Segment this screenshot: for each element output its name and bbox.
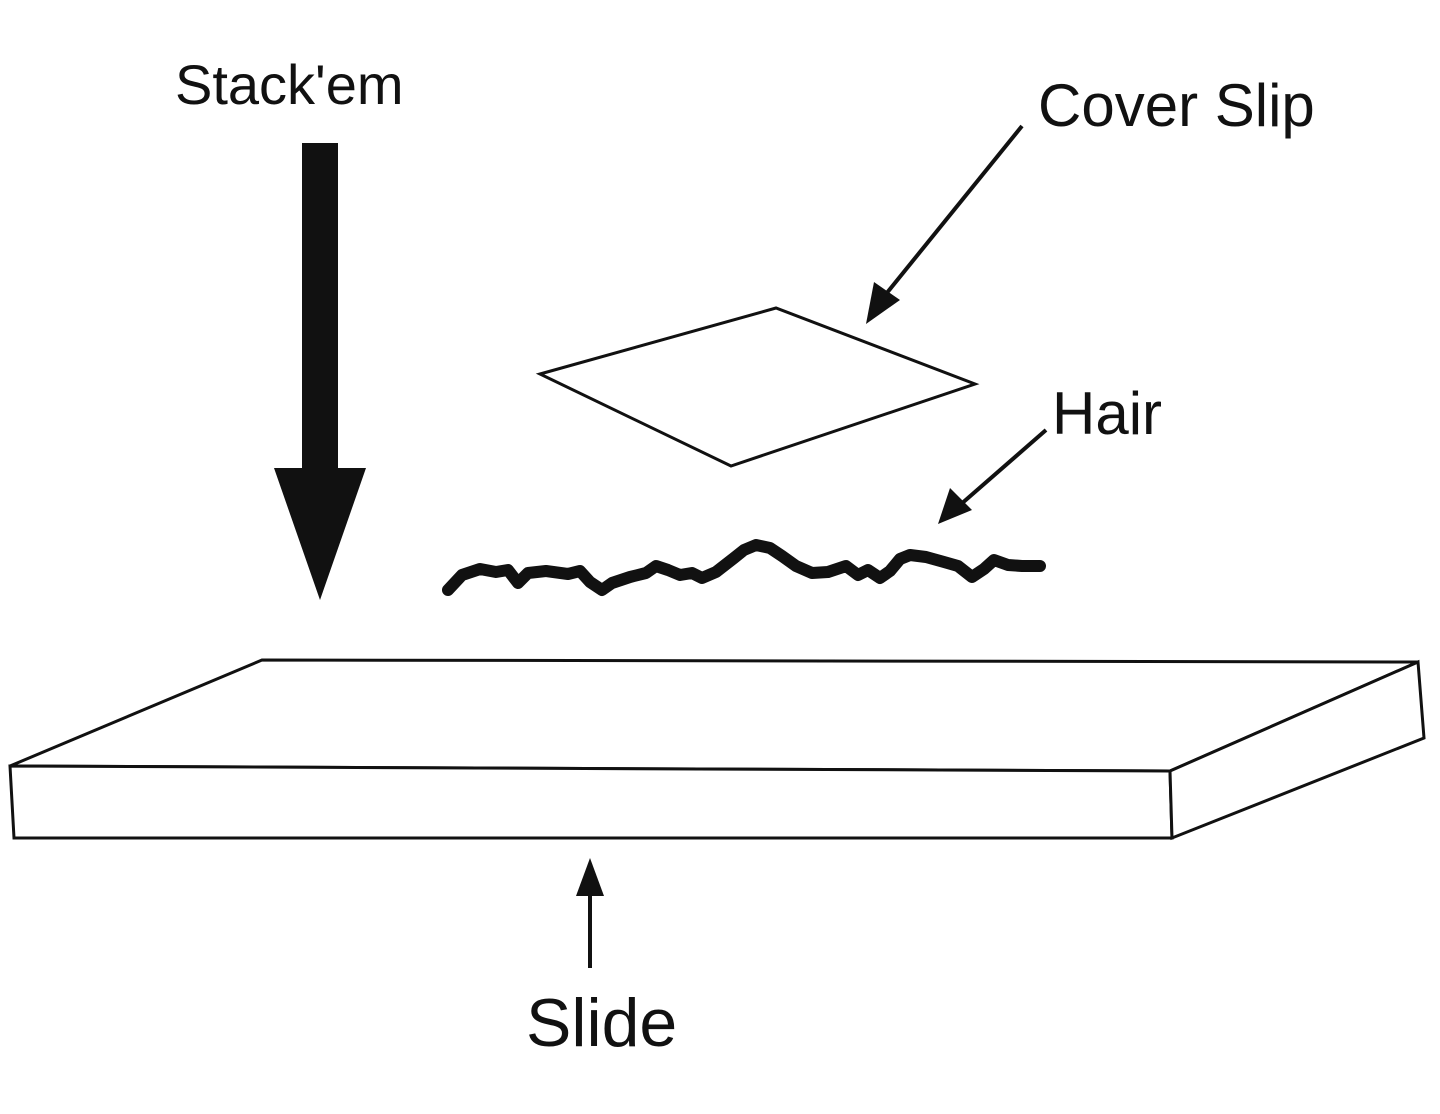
hair-label: Hair (1052, 380, 1162, 447)
cover-slip-pointer-line (884, 124, 1024, 296)
hair-pointer-line (958, 428, 1048, 507)
slide-label: Slide (526, 985, 677, 1061)
stack-arrow-shaft (302, 143, 338, 473)
cover-slip-label: Cover Slip (1038, 72, 1315, 139)
cover-slip (535, 306, 980, 468)
slide-pointer (576, 858, 604, 968)
hair-pointer (938, 428, 1048, 524)
stack-arrow-head (274, 468, 366, 600)
hair-strand (442, 539, 1046, 596)
slide-pointer-head (576, 858, 604, 896)
slide-side-face (1168, 659, 1426, 841)
slide (8, 658, 1426, 841)
cover-slip-pointer-head (866, 282, 900, 324)
stack-label: Stack'em (175, 53, 404, 116)
slide-front-face (8, 764, 1174, 840)
cover-slip-pointer (866, 124, 1024, 324)
stack-arrow (274, 143, 366, 600)
hair-pointer-head (938, 488, 972, 524)
